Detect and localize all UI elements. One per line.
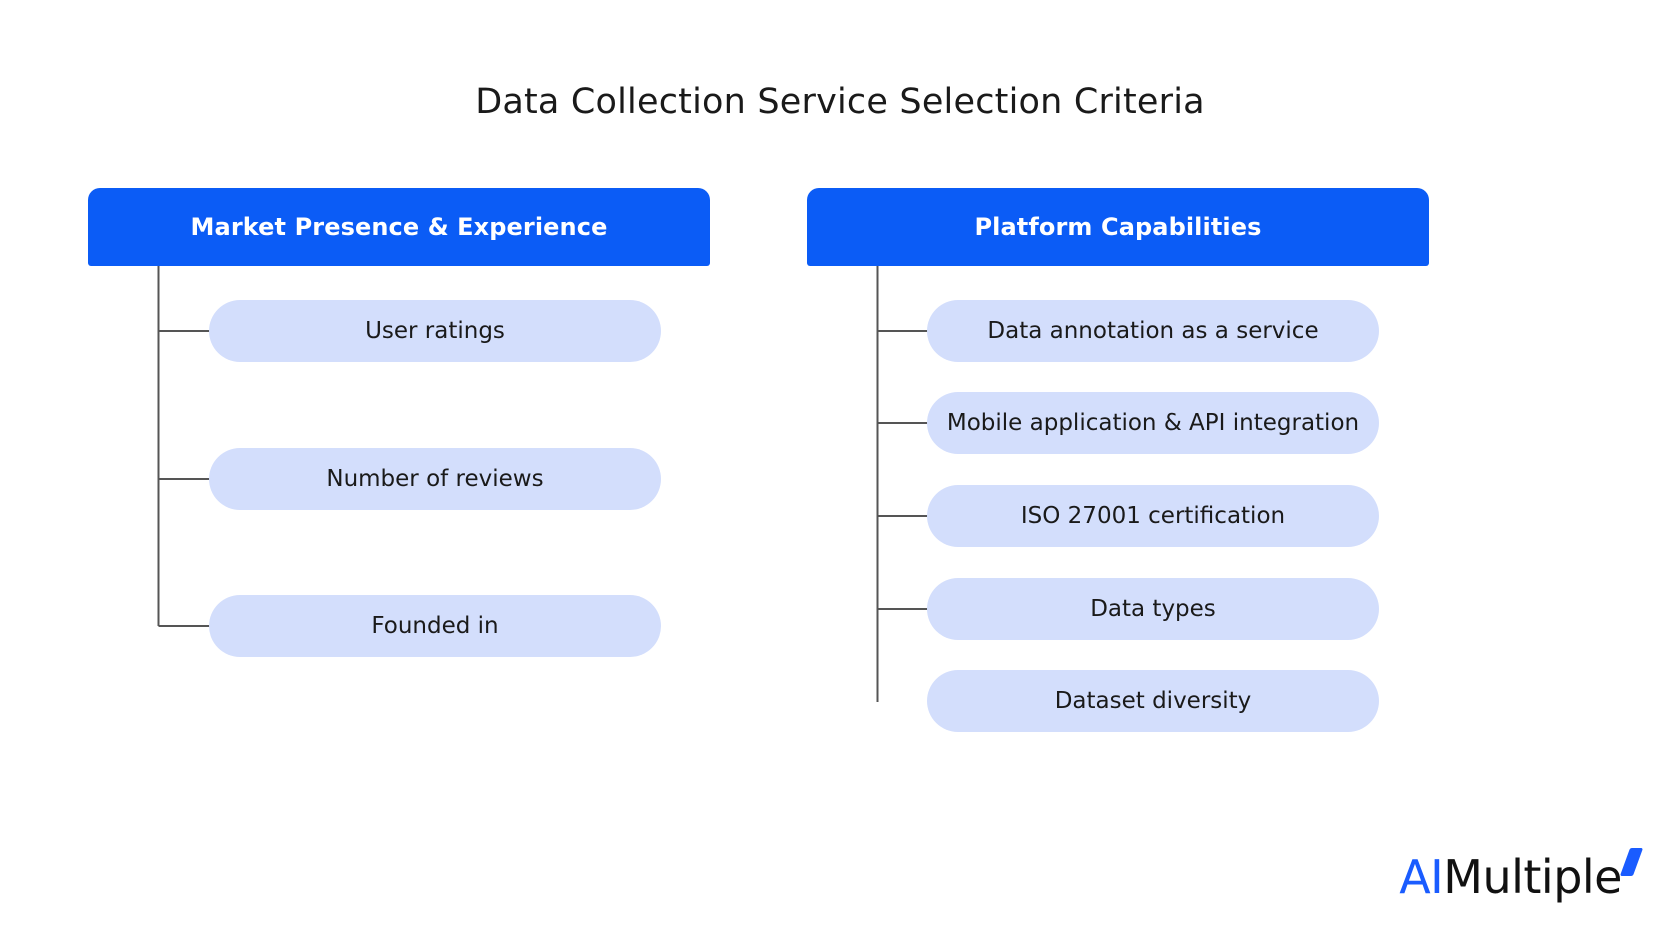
criteria-pill[interactable]: Data types bbox=[927, 578, 1379, 640]
branch-header-label: Platform Capabilities bbox=[974, 213, 1262, 241]
branch-platform-capabilities: Platform Capabilities bbox=[807, 188, 1429, 266]
criteria-pill[interactable]: ISO 27001 certification bbox=[927, 485, 1379, 547]
page-title: Data Collection Service Selection Criter… bbox=[475, 82, 1205, 122]
aimultiple-logo[interactable]: AI Multiple bbox=[1399, 848, 1644, 904]
criteria-pill-label: Number of reviews bbox=[326, 465, 544, 492]
criteria-pill-label: Founded in bbox=[371, 612, 499, 639]
criteria-pill[interactable]: Mobile application & API integration bbox=[927, 392, 1379, 454]
logo-text-multiple: Multiple bbox=[1443, 850, 1622, 904]
criteria-pill-label: Mobile application & API integration bbox=[946, 409, 1360, 436]
criteria-pill-label: Data types bbox=[1090, 595, 1216, 622]
criteria-pill[interactable]: Founded in bbox=[209, 595, 661, 657]
criteria-pill[interactable]: Number of reviews bbox=[209, 448, 661, 510]
branch-market-presence: Market Presence & Experience bbox=[88, 188, 710, 266]
branch-header-market-presence[interactable]: Market Presence & Experience bbox=[88, 188, 710, 266]
logo-text-ai: AI bbox=[1399, 850, 1444, 904]
criteria-pill[interactable]: User ratings bbox=[209, 300, 661, 362]
criteria-pill-label: User ratings bbox=[365, 317, 505, 344]
criteria-pill-label: ISO 27001 certification bbox=[1020, 502, 1286, 529]
branch-header-label: Market Presence & Experience bbox=[190, 213, 608, 241]
criteria-pill[interactable]: Data annotation as a service bbox=[927, 300, 1379, 362]
logo-accent-icon bbox=[1619, 848, 1644, 876]
criteria-pill-label: Data annotation as a service bbox=[987, 317, 1319, 344]
branch-header-platform-capabilities[interactable]: Platform Capabilities bbox=[807, 188, 1429, 266]
criteria-pill[interactable]: Dataset diversity bbox=[927, 670, 1379, 732]
criteria-pill-label: Dataset diversity bbox=[1054, 687, 1252, 714]
